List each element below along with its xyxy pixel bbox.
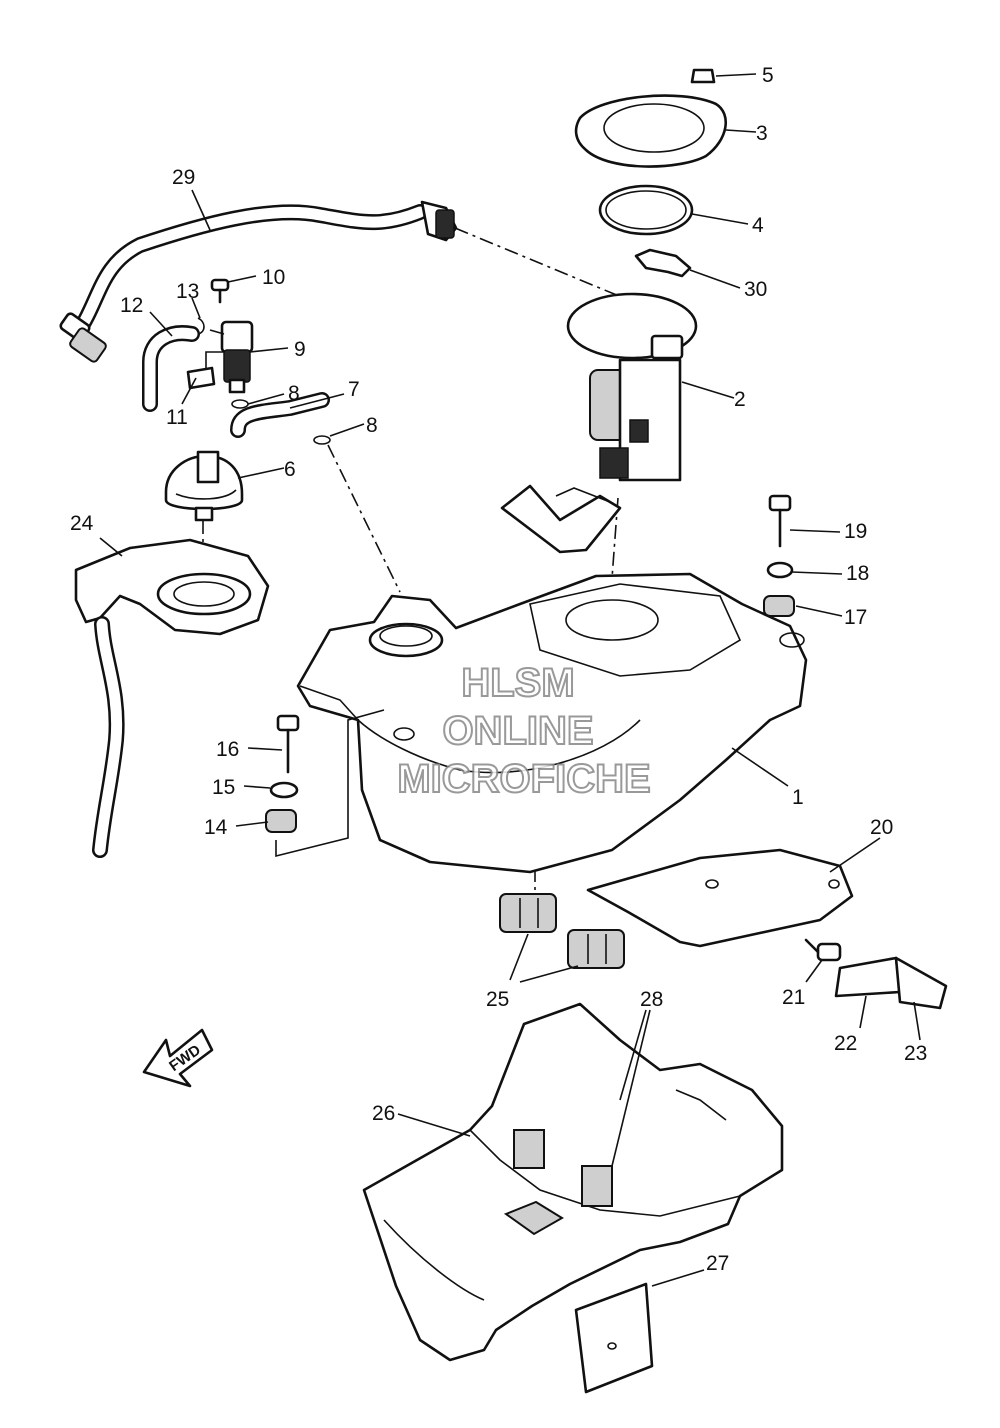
callout-16: 16 bbox=[216, 738, 239, 761]
callout-5: 5 bbox=[762, 64, 774, 87]
callout-13: 13 bbox=[176, 280, 199, 303]
part-15-collar[interactable] bbox=[269, 781, 299, 799]
callout-24: 24 bbox=[70, 512, 94, 535]
part-23-plate[interactable] bbox=[894, 956, 948, 1010]
callout-8-upper: 8 bbox=[288, 382, 300, 405]
callout-1: 1 bbox=[792, 786, 804, 809]
callout-10: 10 bbox=[262, 266, 285, 289]
callout-9: 9 bbox=[294, 338, 306, 361]
part-7-hose[interactable] bbox=[230, 392, 330, 438]
part-24-filler-tray[interactable] bbox=[74, 538, 270, 858]
part-11-bracket[interactable] bbox=[186, 351, 224, 390]
part-21-bolt[interactable] bbox=[804, 938, 842, 962]
part-17-grommet[interactable] bbox=[763, 595, 795, 617]
part-13-clip[interactable] bbox=[197, 317, 205, 335]
part-29-breather-hose[interactable] bbox=[59, 200, 458, 363]
callout-12: 12 bbox=[120, 294, 143, 317]
callout-27: 27 bbox=[706, 1252, 729, 1275]
callout-14: 14 bbox=[204, 816, 228, 839]
part-18-collar[interactable] bbox=[766, 561, 794, 579]
part-22-plate[interactable] bbox=[834, 956, 902, 998]
mounting-bracket-outline bbox=[275, 709, 385, 858]
part-9-solenoid-valve[interactable] bbox=[209, 320, 254, 394]
callout-8-lower: 8 bbox=[366, 414, 378, 437]
callout-28: 28 bbox=[640, 988, 663, 1011]
callout-4: 4 bbox=[752, 214, 764, 237]
part-30-hose-clip[interactable] bbox=[634, 248, 692, 278]
watermark-line-1: HLSM bbox=[461, 661, 574, 705]
part-26-under-cover[interactable] bbox=[362, 1002, 784, 1362]
callout-18: 18 bbox=[846, 562, 869, 585]
callout-21: 21 bbox=[782, 986, 805, 1009]
part-25-damper-left[interactable] bbox=[499, 893, 557, 933]
part-20-heat-shield[interactable] bbox=[586, 848, 854, 948]
leader-lines bbox=[99, 73, 921, 1287]
part-8-clamp-upper[interactable] bbox=[231, 399, 249, 409]
callout-29: 29 bbox=[172, 166, 195, 189]
part-27-label[interactable] bbox=[574, 1282, 654, 1394]
part-5-nut[interactable] bbox=[690, 68, 716, 84]
callouts: 1 2 3 4 5 6 7 8 8 9 10 11 12 13 14 15 16… bbox=[70, 64, 927, 1275]
watermark-line-3: MICROFICHE bbox=[397, 757, 650, 801]
watermark-line-2: ONLINE bbox=[442, 709, 593, 753]
callout-15: 15 bbox=[212, 776, 235, 799]
watermark: HLSM ONLINE MICROFICHE bbox=[396, 660, 651, 802]
part-1-fuel-tank[interactable] bbox=[296, 572, 808, 874]
callout-30: 30 bbox=[744, 278, 767, 301]
callout-22: 22 bbox=[834, 1032, 857, 1055]
part-25-damper-right[interactable] bbox=[567, 929, 625, 969]
callout-25: 25 bbox=[486, 988, 509, 1011]
part-6-fuel-cap[interactable] bbox=[164, 450, 244, 522]
part-8-clamp-lower[interactable] bbox=[313, 435, 331, 445]
callout-2: 2 bbox=[734, 388, 746, 411]
part-19-bolt[interactable] bbox=[768, 494, 792, 548]
callout-23: 23 bbox=[904, 1042, 927, 1065]
callout-7: 7 bbox=[348, 378, 360, 401]
part-10-screw[interactable] bbox=[210, 278, 230, 304]
callout-11: 11 bbox=[166, 406, 188, 429]
callout-26: 26 bbox=[372, 1102, 395, 1125]
callout-20: 20 bbox=[870, 816, 893, 839]
part-16-bolt[interactable] bbox=[276, 714, 300, 774]
callout-3: 3 bbox=[756, 122, 768, 145]
part-4-gasket-ring[interactable] bbox=[598, 184, 694, 236]
callout-6: 6 bbox=[284, 458, 296, 481]
callout-19: 19 bbox=[844, 520, 867, 543]
part-14-grommet[interactable] bbox=[265, 809, 297, 833]
part-12-hose[interactable] bbox=[142, 325, 200, 412]
part-3-retainer-plate[interactable] bbox=[574, 94, 727, 168]
part-2-fuel-pump[interactable] bbox=[500, 292, 698, 554]
callout-17: 17 bbox=[844, 606, 867, 629]
fwd-arrow-icon: FWD bbox=[142, 1028, 214, 1088]
